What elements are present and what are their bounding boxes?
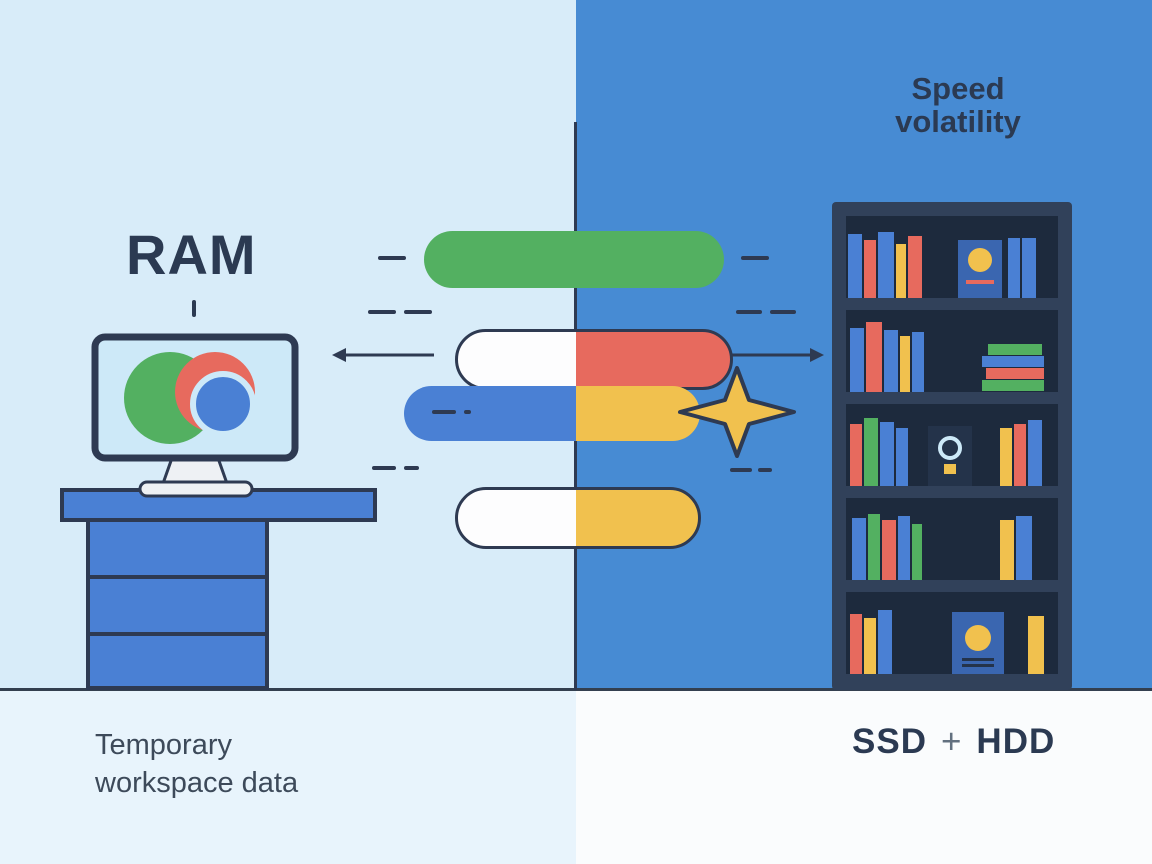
bottom-right-caption-band — [576, 690, 1152, 864]
speed-line: Speed — [911, 71, 1005, 106]
monitor-icon — [91, 333, 299, 498]
star-icon — [678, 366, 796, 458]
shelf-row-5-books — [850, 610, 1044, 674]
dash-mark — [378, 256, 406, 260]
right-caption: SSD + HDD — [852, 722, 1055, 762]
dash-mark — [730, 468, 752, 472]
dash-mark — [404, 466, 419, 470]
left-caption-line2: workspace data — [95, 767, 299, 799]
dash-mark — [404, 310, 432, 314]
transfer-pill-white-yellow — [455, 487, 701, 549]
dash-mark — [464, 410, 471, 414]
shelf-row-2-books — [850, 322, 1044, 392]
left-caption: Temporary workspace data — [95, 726, 298, 802]
dash-mark — [758, 468, 772, 472]
ssd-label: SSD — [852, 722, 927, 761]
transfer-pill-green — [424, 231, 724, 288]
shelf-row-4-books — [852, 514, 1032, 580]
arrow-right-icon — [732, 348, 824, 362]
bottom-left-caption-band — [0, 690, 576, 864]
ram-label: RAM — [126, 223, 257, 286]
ram-pointer-tick — [192, 300, 196, 317]
shelf-row-3-books — [850, 418, 1042, 486]
shelf-row-1-books — [848, 232, 1036, 298]
plus-sign: + — [940, 722, 963, 761]
dash-mark — [432, 410, 456, 414]
dash-mark — [372, 466, 396, 470]
dash-mark — [736, 310, 762, 314]
hdd-label: HDD — [976, 722, 1056, 761]
volatility-line: volatility — [895, 104, 1021, 139]
left-caption-line1: Temporary — [95, 729, 232, 761]
desk-icon — [60, 333, 377, 690]
arrow-left-icon — [332, 348, 434, 362]
dash-mark — [741, 256, 769, 260]
speed-volatility-label: Speed volatility — [858, 72, 1058, 138]
screen-artwork — [124, 352, 256, 444]
bookshelf-icon — [832, 202, 1072, 690]
dash-mark — [770, 310, 796, 314]
dash-mark — [368, 310, 396, 314]
